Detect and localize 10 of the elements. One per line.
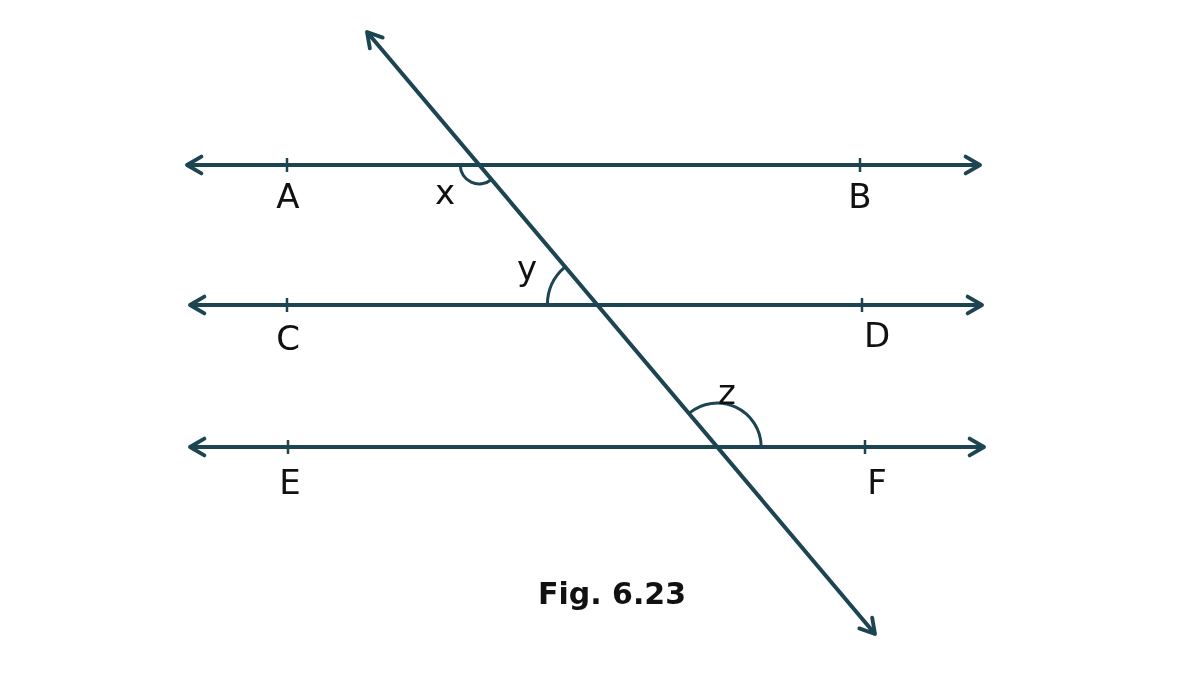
point-label: x xyxy=(434,175,456,209)
point-label: z xyxy=(718,375,736,409)
point-label: A xyxy=(276,179,300,213)
point-label: F xyxy=(867,465,887,499)
point-label: C xyxy=(276,321,300,355)
point-label: E xyxy=(279,465,301,499)
point-label: B xyxy=(848,179,872,213)
point-label: D xyxy=(863,318,891,352)
figure-caption: Fig. 6.23 xyxy=(537,579,687,609)
point-label: y xyxy=(516,251,538,285)
